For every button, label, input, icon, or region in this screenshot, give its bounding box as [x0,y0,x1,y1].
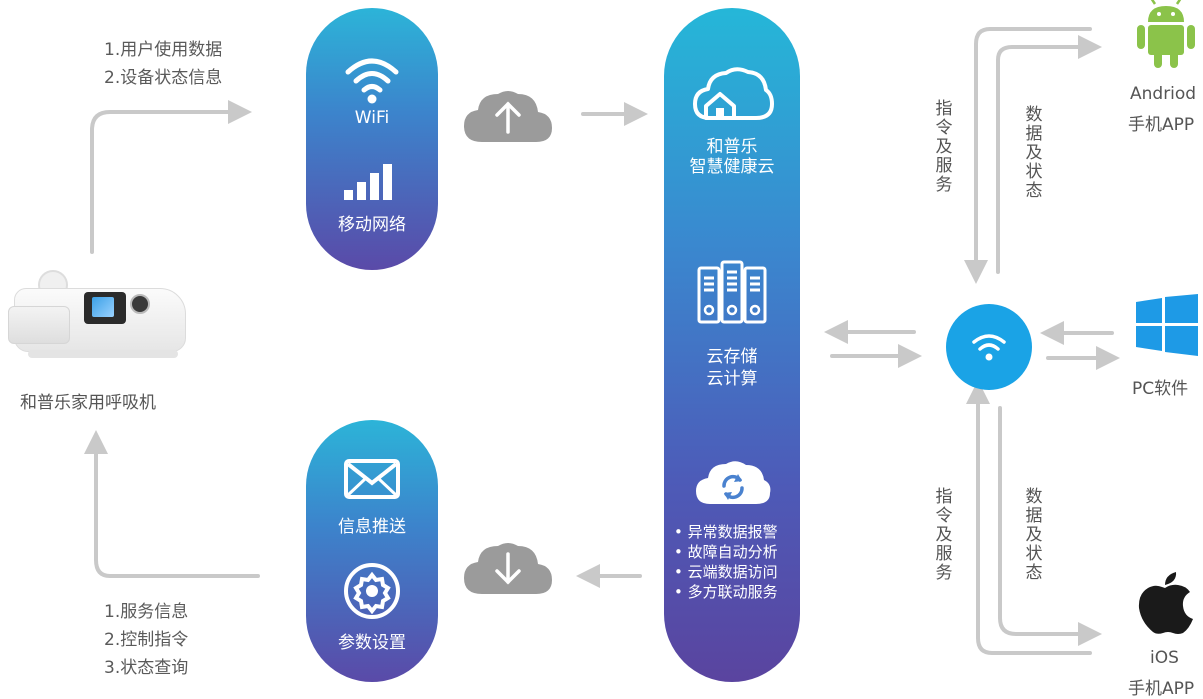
upload-info-line: 2.设备状态信息 [104,68,223,88]
device-upload-line [90,100,252,254]
ios-cmd-label: 指令及服务 [935,487,953,583]
settings-gear-icon [344,563,400,619]
hub-wifi-icon [972,334,1006,361]
feature-item: • 云端数据访问 [674,563,778,581]
wifi-icon [345,58,399,104]
mobile-network-label: 移动网络 [338,215,406,235]
ios-data-line [998,406,1102,646]
cloud-title-line2: 智慧健康云 [689,157,775,177]
download-channel-pill: 信息推送 参数设置 [306,420,438,682]
server-rack-icon [697,260,767,324]
cloud-title-line1: 和普乐 [706,137,758,157]
android-cmd-label: 指令及服务 [935,99,953,195]
windows-icon [1136,294,1198,356]
feature-item: • 故障自动分析 [674,543,778,561]
parameter-settings-label: 参数设置 [338,633,406,653]
message-push-label: 信息推送 [338,517,406,537]
device-download-line [84,430,260,578]
upload-channel-pill: WiFi 移动网络 [306,8,438,270]
android-label-line1: Andriod [1130,84,1197,104]
apple-icon [1138,572,1193,634]
download-info: 1.服务信息 2.控制指令 3.状态查询 [104,598,188,682]
cloud-home-icon [693,67,774,120]
ios-label-line1: iOS [1150,648,1179,668]
wifi-label: WiFi [354,108,390,128]
cloud-download-icon [464,543,552,594]
ios-data-label: 数据及状态 [1025,487,1043,583]
android-label-line2: 手机APP [1128,115,1195,135]
upload-info: 1.用户使用数据 2.设备状态信息 [104,36,222,92]
health-cloud-pill: 和普乐 智慧健康云 云存储 云计算 • 异常数据报警 • 故障自动分析 • 云端… [664,8,800,682]
download-info-line: 3.状态查询 [104,658,189,678]
signal-bars-icon [344,164,392,200]
cloud-storage-line1: 云存储 [706,347,758,367]
android-data-label: 数据及状态 [1025,105,1043,201]
ios-label-line2: 手机APP [1128,679,1195,699]
upload-info-line: 1.用户使用数据 [104,40,223,60]
cloud-storage-line2: 云计算 [706,369,758,389]
cloud-sync-icon [696,461,771,504]
download-info-line: 2.控制指令 [104,630,189,650]
android-icon [1137,0,1195,68]
device-label: 和普乐家用呼吸机 [20,393,156,413]
network-hub [946,304,1032,390]
android-cmd-line [964,27,1092,284]
ventilator-device-image [8,262,190,366]
android-data-line [996,35,1102,274]
mail-icon [344,459,400,499]
feature-item: • 多方联动服务 [674,583,778,601]
pc-label: PC软件 [1132,379,1189,399]
ios-cmd-line [966,380,1092,655]
feature-item: • 异常数据报警 [674,523,778,541]
cloud-features-list: • 异常数据报警 • 故障自动分析 • 云端数据访问 • 多方联动服务 [674,522,778,602]
cloud-upload-icon [464,91,552,142]
download-info-line: 1.服务信息 [104,602,189,622]
